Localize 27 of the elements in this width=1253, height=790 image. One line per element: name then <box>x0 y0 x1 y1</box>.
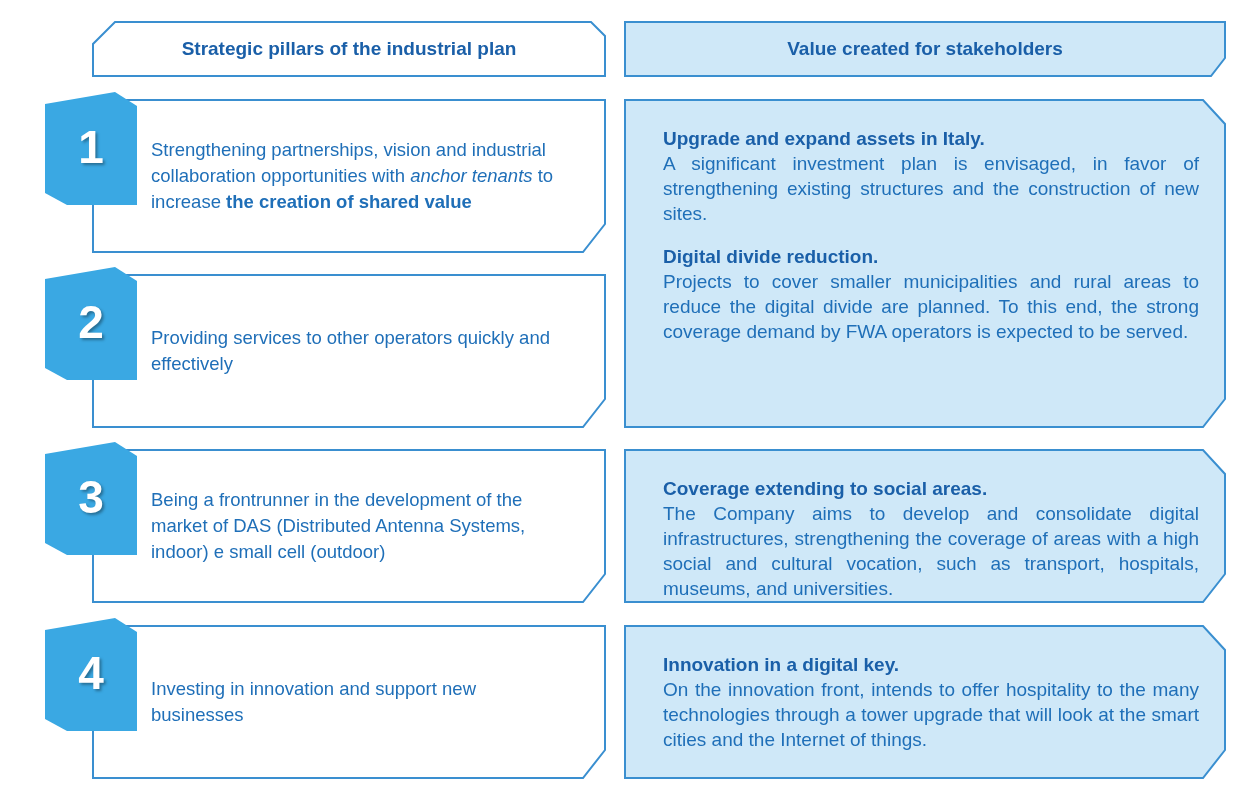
pillar-number: 4 <box>77 646 105 701</box>
value-card <box>625 100 1225 427</box>
card-heading: Upgrade and expand assets in Italy. <box>663 127 986 151</box>
pillar-number: 3 <box>77 470 105 525</box>
value-card <box>625 626 1225 778</box>
pillar-text: Providing services to other operators quickly and effectively <box>151 326 551 376</box>
pillar-text: Being a frontrunner in the development of the market of DAS (Distributed Antenna Systems, indoor) e small cell (outdoor) <box>151 488 527 564</box>
card-text: A significant investment plan is envisaged, in favor of strengthening existing structures and the construction of new sites. <box>663 152 1199 226</box>
pillar-number: 1 <box>77 120 105 175</box>
header-title: Strategic pillars of the industrial plan <box>180 37 518 61</box>
header-banner <box>625 22 1225 76</box>
card-heading: Coverage extending to social areas. <box>663 477 989 501</box>
number-badge <box>45 618 137 731</box>
number-badge <box>45 442 137 555</box>
card-heading: Innovation in a digital key. <box>663 653 901 677</box>
number-badge <box>45 267 137 380</box>
header-banner <box>93 22 605 76</box>
card-heading: Digital divide reduction. <box>663 245 880 269</box>
pillar-number: 2 <box>77 295 105 350</box>
card-text: Projects to cover smaller municipalities and rural areas to reduce the digital divide are planned. To this end, the strong coverage demand by FWA operators is expected to be served. <box>663 270 1199 344</box>
card-text: The Company aims to develop and consolidate digital infrastructures, strengthening the coverage of areas with a high social and cultural vocation, such as transport, hospitals, museums, and universities. <box>663 502 1199 601</box>
pillar-text: Investing in innovation and support new businesses <box>151 677 477 727</box>
value-card <box>625 450 1225 602</box>
number-badge <box>45 92 137 205</box>
card-text: On the innovation front, intends to offer hospitality to the many technologies through a tower upgrade that will look at the smart cities and the Internet of things. <box>663 678 1199 752</box>
pillar-text: Strengthening partnerships, vision and industrial collaboration opportunities with anchor tenants to increase the creation of shared value <box>151 138 555 214</box>
header-title: Value created for stakeholders <box>786 37 1064 61</box>
